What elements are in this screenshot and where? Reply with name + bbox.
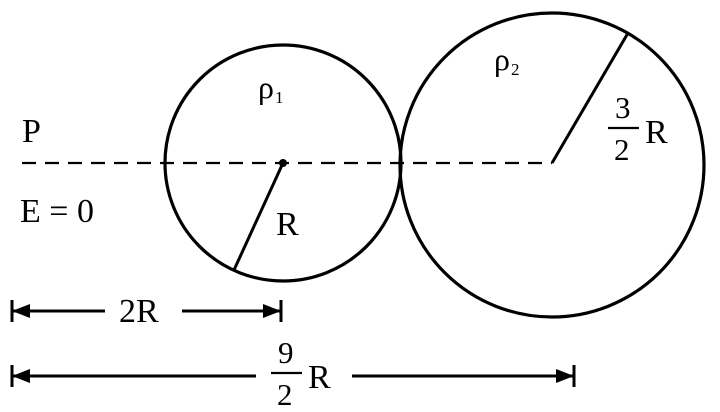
small-sphere-radius-line bbox=[232, 162, 285, 271]
rho1-label: ρ1 bbox=[258, 69, 283, 107]
large-sphere-radius-line bbox=[550, 32, 630, 164]
rho2-label: ρ2 bbox=[494, 41, 519, 79]
long-dimension-arrow bbox=[10, 365, 576, 387]
large-radius-unit: R bbox=[645, 114, 668, 151]
field-label: E = 0 bbox=[20, 193, 94, 230]
large-radius-numerator: 3 bbox=[615, 90, 631, 125]
long-dimension-unit: R bbox=[308, 359, 331, 396]
long-dimension-numerator: 9 bbox=[278, 335, 294, 370]
short-dimension-arrow bbox=[10, 300, 283, 322]
long-dimension-denominator: 2 bbox=[277, 377, 293, 412]
large-sphere bbox=[398, 11, 706, 319]
small-radius-label: R bbox=[276, 206, 299, 243]
large-radius-denominator: 2 bbox=[614, 132, 630, 167]
point-label: P bbox=[22, 113, 41, 150]
short-dimension-label: 2R bbox=[119, 293, 159, 330]
